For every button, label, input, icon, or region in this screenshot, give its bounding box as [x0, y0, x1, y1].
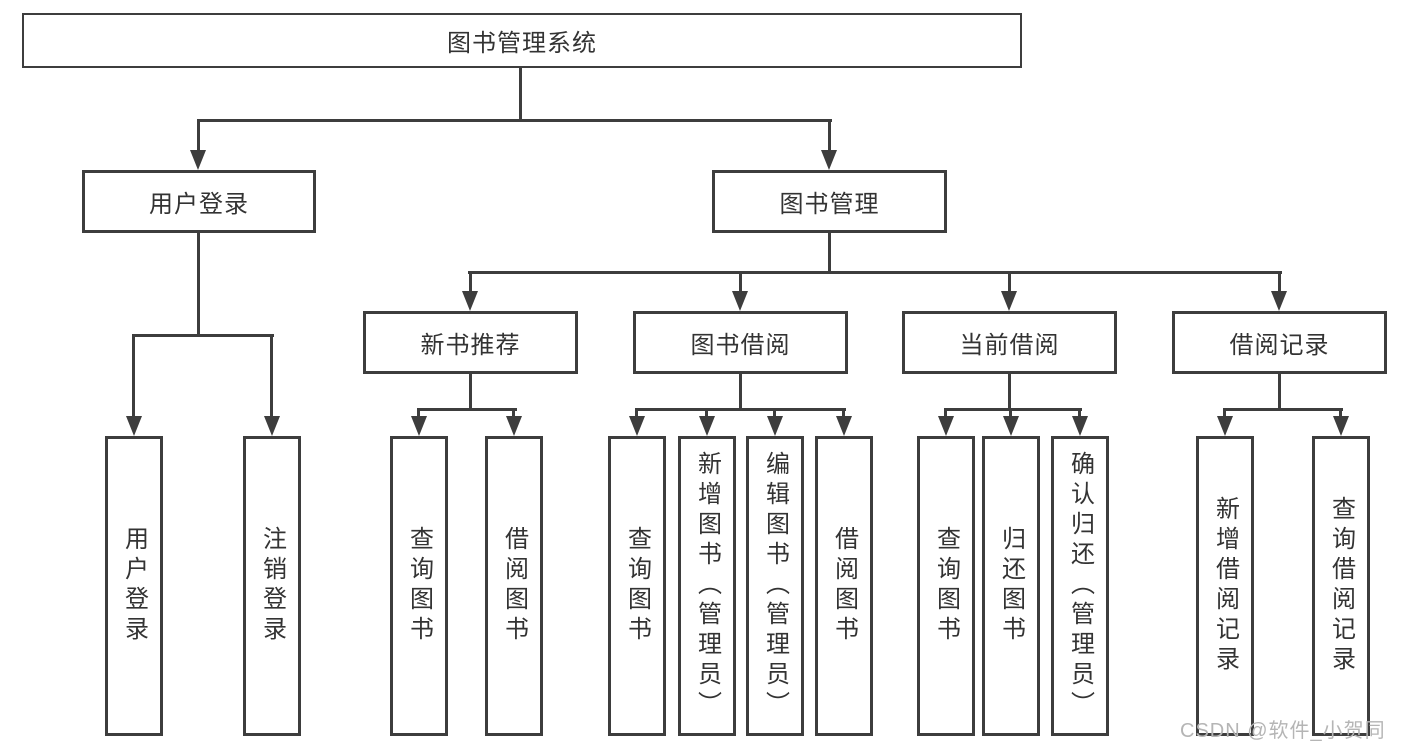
- leaf-query-books-recommend: 查询图书: [390, 436, 448, 736]
- node-borrow-records: 借阅记录: [1172, 311, 1387, 374]
- leaf-add-book-admin: 新增图书（管理员）: [678, 436, 736, 736]
- arrowhead-down-icon: [1072, 416, 1088, 436]
- arrowhead-down-icon: [938, 416, 954, 436]
- connector-drop: [1008, 271, 1011, 295]
- leaf-user-login: 用户登录: [105, 436, 163, 736]
- connector-recommend-bus: [417, 408, 517, 411]
- arrowhead-down-icon: [506, 416, 522, 436]
- leaf-borrow-books-recommend: 借阅图书: [485, 436, 543, 736]
- leaf-logout: 注销登录: [243, 436, 301, 736]
- arrowhead-down-icon: [629, 416, 645, 436]
- arrowhead-down-icon: [836, 416, 852, 436]
- arrowhead-down-icon: [1001, 291, 1017, 311]
- node-current-borrow: 当前借阅: [902, 311, 1117, 374]
- leaf-query-borrow-record: 查询借阅记录: [1312, 436, 1370, 736]
- connector-records-stem: [1278, 374, 1281, 411]
- connector-drop: [773, 408, 776, 420]
- connector-drop: [1339, 408, 1342, 420]
- connector-user-login-stem: [197, 233, 200, 336]
- node-library-management-system: 图书管理系统: [22, 13, 1022, 68]
- arrowhead-down-icon: [264, 416, 280, 436]
- connector-drop: [828, 119, 831, 152]
- connector-drop: [512, 408, 515, 420]
- connector-drop: [197, 119, 200, 152]
- leaf-borrow-books: 借阅图书: [815, 436, 873, 736]
- connector-drop: [1278, 271, 1281, 295]
- leaf-query-books-current: 查询图书: [917, 436, 975, 736]
- connector-root-stem: [519, 68, 522, 120]
- connector-drop: [842, 408, 845, 420]
- connector-borrow-stem: [739, 374, 742, 411]
- node-book-borrow: 图书借阅: [633, 311, 848, 374]
- connector-current-bus: [944, 408, 1082, 411]
- arrowhead-down-icon: [699, 416, 715, 436]
- connector-user-login-bus: [132, 334, 274, 337]
- connector-drop: [417, 408, 420, 420]
- leaf-confirm-return-admin: 确认归还（管理员）: [1051, 436, 1109, 736]
- connector-book-mgmt-stem: [828, 233, 831, 272]
- connector-drop: [705, 408, 708, 420]
- arrowhead-down-icon: [1271, 291, 1287, 311]
- connector-records-bus: [1223, 408, 1343, 411]
- connector-drop: [132, 334, 135, 418]
- arrowhead-down-icon: [821, 150, 837, 170]
- arrowhead-down-icon: [126, 416, 142, 436]
- connector-drop: [739, 271, 742, 295]
- connector-drop: [944, 408, 947, 420]
- arrowhead-down-icon: [767, 416, 783, 436]
- connector-drop: [1078, 408, 1081, 420]
- leaf-add-borrow-record: 新增借阅记录: [1196, 436, 1254, 736]
- arrowhead-down-icon: [1333, 416, 1349, 436]
- connector-drop: [270, 334, 273, 418]
- node-new-book-recommend: 新书推荐: [363, 311, 578, 374]
- connector-root-bus: [197, 119, 832, 122]
- connector-drop: [469, 271, 472, 295]
- arrowhead-down-icon: [190, 150, 206, 170]
- connector-recommend-stem: [469, 374, 472, 411]
- arrowhead-down-icon: [1217, 416, 1233, 436]
- arrowhead-down-icon: [462, 291, 478, 311]
- leaf-edit-book-admin: 编辑图书（管理员）: [746, 436, 804, 736]
- node-book-management: 图书管理: [712, 170, 947, 233]
- connector-drop: [635, 408, 638, 420]
- connector-current-stem: [1008, 374, 1011, 411]
- arrowhead-down-icon: [1003, 416, 1019, 436]
- connector-borrow-bus: [635, 408, 846, 411]
- arrowhead-down-icon: [732, 291, 748, 311]
- connector-drop: [1223, 408, 1226, 420]
- connector-drop: [1009, 408, 1012, 420]
- leaf-query-books-borrow: 查询图书: [608, 436, 666, 736]
- connector-book-mgmt-bus: [468, 271, 1282, 274]
- arrowhead-down-icon: [411, 416, 427, 436]
- node-user-login: 用户登录: [82, 170, 316, 233]
- leaf-return-books: 归还图书: [982, 436, 1040, 736]
- csdn-watermark: CSDN @软件_小贺同学: [1180, 720, 1386, 742]
